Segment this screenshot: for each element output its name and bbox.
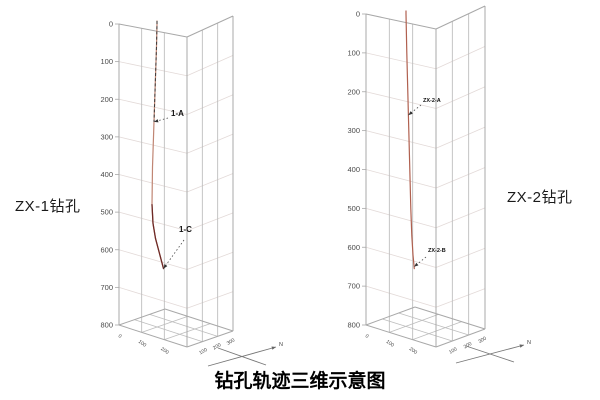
z-tick-label: 700: [100, 283, 113, 292]
wall-gridlines: [118, 23, 234, 342]
base-tick-label: 100: [137, 339, 147, 349]
cross-line: [217, 347, 267, 366]
north-label: N: [527, 340, 531, 346]
z-tick-label: 0: [109, 20, 113, 29]
z-tick-label: 500: [100, 208, 113, 217]
figure-title: 钻孔轨迹三维示意图: [214, 371, 386, 392]
z-tick-label: 500: [347, 204, 360, 213]
annotation-label: ZX-2-A: [423, 98, 441, 104]
trajectory-2: [405, 10, 415, 270]
box-edges: [118, 15, 234, 348]
north-arrowhead: [519, 344, 524, 348]
base-tick-label: 200: [408, 346, 418, 356]
annotation-leader: [408, 104, 422, 116]
trajectory-dashed-overlay: [153, 21, 158, 122]
north-label: N: [279, 342, 283, 348]
base-axis-tick-labels: 0 100 200 100 200 300: [364, 333, 488, 356]
z-tick-label: 400: [347, 165, 360, 174]
z-tick-label: 0: [356, 10, 360, 19]
north-arrowhead: [271, 346, 276, 350]
annotation-ZX-2-A: ZX-2-A: [408, 98, 441, 116]
z-tick-label: 300: [100, 132, 113, 141]
annotation-arrowhead: [163, 264, 168, 269]
annotation-arrowhead: [408, 111, 413, 116]
plot-2: 0 100 200 300 400 500 600 700 800 0 100 200 100 200 30…: [347, 5, 531, 364]
base-tick-label: 300: [226, 337, 236, 346]
z-tick-label: 800: [100, 321, 113, 330]
base-tick-label: 0: [364, 333, 370, 340]
base-tick-label: 300: [478, 336, 488, 345]
cross-line: [465, 345, 515, 363]
annotation-label: 1-A: [171, 109, 184, 118]
wall-gridlines: [365, 13, 486, 341]
z-tick-label: 600: [347, 243, 360, 252]
zx1-side-label: ZX-1钻孔: [15, 198, 81, 215]
base-tick-label: 0: [117, 333, 123, 340]
base-grid: [382, 312, 469, 342]
annotation-arrowhead: [414, 262, 419, 267]
z-tick-label: 400: [100, 170, 113, 179]
annotation-arrowhead: [154, 119, 159, 123]
z-tick-label: 200: [347, 87, 360, 96]
base-axis-tick-labels: 0 100 200 100 200 300: [117, 333, 236, 356]
north-indicator: N: [207, 342, 283, 367]
z-tick-label: 700: [347, 282, 360, 291]
z-tick-label: 800: [347, 321, 360, 330]
plot-1: 0 100 200 300 400 500 600 700 800 0 100 200 100 200 30…: [100, 15, 283, 367]
north-indicator: N: [455, 340, 531, 364]
base-tick-label: 200: [159, 346, 169, 356]
annotation-1-A: 1-A: [153, 109, 184, 123]
base-tick-label: 100: [385, 339, 395, 349]
base-tick-label: 100: [448, 346, 458, 355]
annotation-leader: [163, 239, 185, 269]
zx2-side-label: ZX-2钻孔: [507, 189, 573, 206]
box-edges: [365, 5, 486, 348]
z-tick-label: 100: [100, 57, 113, 66]
z-tick-label: 300: [347, 126, 360, 135]
annotation-label: ZX-2-B: [428, 248, 446, 254]
base-tick-label: 200: [212, 342, 222, 351]
base-grid: [134, 313, 218, 343]
z-tick-label: 600: [100, 245, 113, 254]
z-axis-tick-labels: 0 100 200 300 400 500 600 700 800: [347, 10, 366, 330]
trajectory-dark-bend: [151, 203, 165, 270]
annotation-1-C: 1-C: [163, 225, 192, 269]
base-tick-label: 100: [198, 347, 208, 356]
annotation-ZX-2-B: ZX-2-B: [413, 248, 446, 267]
annotation-label: 1-C: [179, 225, 192, 234]
z-axis-tick-labels: 0 100 200 300 400 500 600 700 800: [100, 20, 119, 330]
z-tick-label: 100: [347, 48, 360, 57]
z-tick-label: 200: [100, 95, 113, 104]
base-tick-label: 200: [463, 341, 473, 350]
